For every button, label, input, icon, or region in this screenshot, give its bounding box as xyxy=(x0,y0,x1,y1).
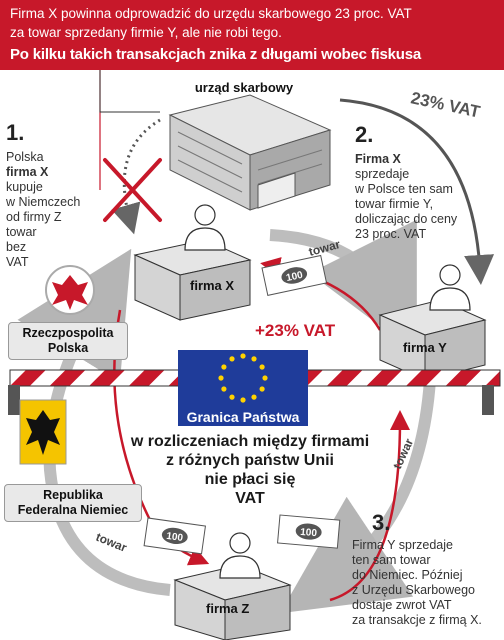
country-label-poland: Rzeczpospolita Polska xyxy=(8,322,128,360)
eu-star xyxy=(240,397,246,403)
country-pl-line: Rzeczpospolita xyxy=(22,326,114,340)
step-2-line: 23 proc. VAT xyxy=(355,227,427,241)
center-statement: w rozliczeniach między firmami z różnych… xyxy=(100,432,400,508)
step-2-line: doliczając do ceny xyxy=(355,212,458,226)
vat-arrow-label: 23% VAT xyxy=(409,88,482,121)
step-2-line: sprzedaje xyxy=(355,167,410,181)
step-1-line: kupuje xyxy=(6,180,43,194)
eu-star xyxy=(229,394,235,400)
step-1-line: firma X xyxy=(6,165,49,179)
banner-headline: Po kilku takich transakcjach znika z dłu… xyxy=(10,46,422,63)
office-label: urząd skarbowy xyxy=(195,80,294,95)
step-2-number: 2. xyxy=(355,122,374,147)
eu-star xyxy=(262,375,268,381)
eu-star xyxy=(229,356,235,362)
headline-banner: Firma X powinna odprowadzić do urzędu sk… xyxy=(0,0,504,70)
vat-refund-arrow xyxy=(329,410,410,602)
eu-star xyxy=(218,375,224,381)
step-3-line: z Urzędu Skarbowego xyxy=(352,583,475,597)
eu-star xyxy=(251,394,257,400)
step-2-line: Firma X xyxy=(355,152,401,166)
step-1-text: Polska firma X kupuje w Niemczech od fir… xyxy=(6,150,101,270)
step-2-line: w Polsce ten sam xyxy=(355,182,453,196)
center-line: z różnych państw Unii xyxy=(165,452,334,469)
step-1-line: towar xyxy=(6,225,37,239)
step-1-line: VAT xyxy=(6,255,29,269)
polish-eagle-icon xyxy=(45,265,95,315)
step-3-line: do Niemiec. Później xyxy=(352,568,463,582)
step-1-number: 1. xyxy=(6,120,25,145)
goods-label-left: towar xyxy=(94,530,129,555)
step-2-line: towar firmie Y, xyxy=(355,197,434,211)
country-label-germany: Republika Federalna Niemiec xyxy=(4,484,142,522)
firm-y-label: firma Y xyxy=(403,340,447,355)
country-de-line: Federalna Niemiec xyxy=(17,503,129,517)
eu-flag-icon xyxy=(178,350,308,426)
no-payment-cross-icon xyxy=(103,158,162,222)
step-1: 1. xyxy=(6,120,24,146)
eu-star xyxy=(221,364,227,370)
vat-to-office-arrow xyxy=(339,98,495,285)
eu-star xyxy=(221,386,227,392)
banner-line-2: za towar sprzedany firmie Y, ale nie rob… xyxy=(10,25,282,40)
step-1-line: w Niemczech xyxy=(6,195,81,209)
firm-z-label: firma Z xyxy=(206,601,249,616)
eu-star xyxy=(259,364,265,370)
border-sign-label: Granica Państwa xyxy=(187,409,300,425)
banknote-2: 100 xyxy=(143,517,207,555)
step-3-line: Firma Y sprzedaje xyxy=(352,538,453,552)
banknote-1: 100 xyxy=(261,254,328,296)
step-2: 2. xyxy=(355,122,373,148)
eu-star xyxy=(240,353,246,359)
eu-star xyxy=(259,386,265,392)
step-3: 3. xyxy=(372,510,390,536)
goods-arrow-x-to-y xyxy=(269,219,417,354)
person-x xyxy=(184,204,226,251)
step-3-line: dostaje zwrot VAT xyxy=(352,598,452,612)
firm-box-z xyxy=(173,564,292,640)
tax-office-building xyxy=(168,94,332,211)
person-y xyxy=(429,264,471,311)
banknote-1-value: 100 xyxy=(285,270,304,284)
banknote-3-value: 100 xyxy=(300,527,318,539)
banner-line-1: Firma X powinna odprowadzić do urzędu sk… xyxy=(10,6,412,21)
german-eagle-icon xyxy=(19,399,67,465)
center-line: VAT xyxy=(235,490,265,507)
step-2-text: Firma X sprzedaje w Polsce ten sam towar… xyxy=(355,152,495,242)
country-de-line: Republika xyxy=(43,488,103,502)
step-3-text: Firma Y sprzedaje ten sam towar do Niemi… xyxy=(352,538,502,628)
eu-star xyxy=(251,356,257,362)
step-1-line: bez xyxy=(6,240,27,254)
step-3-number: 3. xyxy=(372,510,391,535)
plus-vat-label: +23% VAT xyxy=(255,321,336,340)
firm-x-label: firma X xyxy=(190,278,234,293)
goods-arrow-y-to-z xyxy=(280,379,436,614)
country-pl-line: Polska xyxy=(47,341,89,355)
step-1-line: Polska xyxy=(6,150,44,164)
payment-dotted-arrow xyxy=(111,118,161,235)
step-3-line: za transakcje z firmą X. xyxy=(352,613,482,627)
banner-to-office-line xyxy=(99,70,160,113)
center-line: w rozliczeniach między firmami xyxy=(130,433,370,450)
person-z xyxy=(219,532,261,579)
step-1-line: od firmy Z xyxy=(6,210,62,224)
banknote-2-value: 100 xyxy=(166,531,184,544)
center-line: nie płaci się xyxy=(204,471,296,488)
step-3-line: ten sam towar xyxy=(352,553,431,567)
banknote-3: 100 xyxy=(277,514,341,549)
